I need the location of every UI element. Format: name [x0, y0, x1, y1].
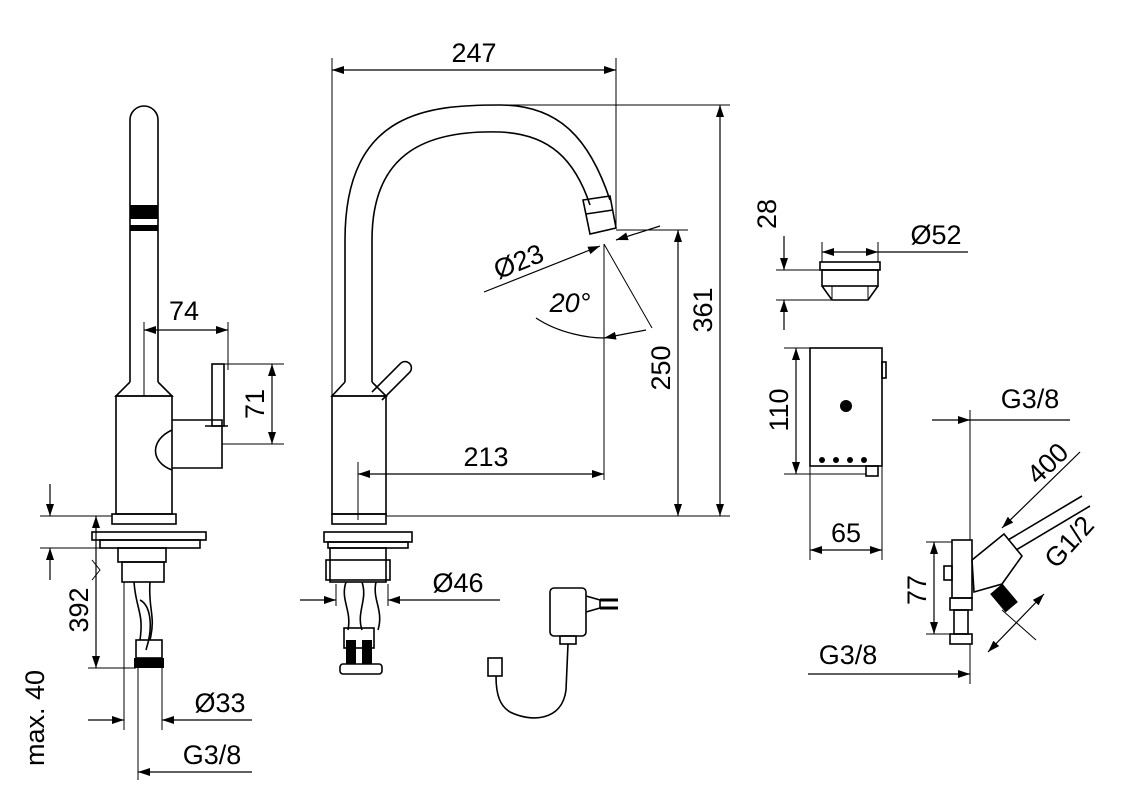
label-400: 400 [1021, 437, 1074, 490]
faucet-front-view [323, 104, 617, 675]
aerator [819, 261, 881, 301]
label-77: 77 [902, 575, 932, 605]
label-71: 71 [240, 389, 270, 419]
faucet-side-view [91, 105, 228, 668]
label-g38-bottom: G3/8 [819, 640, 878, 670]
label-g38-top: G3/8 [1001, 384, 1060, 414]
label-20-degree: 20° [549, 288, 591, 318]
label-74: 74 [169, 296, 199, 326]
power-adapter [487, 587, 618, 719]
label-392: 392 [64, 587, 94, 632]
label-65: 65 [831, 518, 861, 548]
label-361: 361 [688, 287, 718, 332]
label-250: 250 [646, 345, 676, 390]
label-g12: G1/2 [1039, 510, 1100, 574]
label-213: 213 [463, 442, 508, 472]
label-d33: Ø33 [194, 688, 245, 718]
label-max-40: max. 40 [20, 670, 50, 766]
label-d52: Ø52 [910, 220, 961, 250]
dimension-labels: 247 361 250 213 74 71 Ø23 20° Ø46 392 Ø3… [20, 38, 1100, 770]
label-110: 110 [764, 388, 794, 431]
label-247: 247 [451, 38, 496, 68]
label-g38-left: G3/8 [183, 740, 242, 770]
control-box [809, 347, 887, 477]
label-28: 28 [752, 199, 782, 229]
dimension-lines [40, 58, 1081, 780]
label-d46: Ø46 [432, 568, 483, 598]
